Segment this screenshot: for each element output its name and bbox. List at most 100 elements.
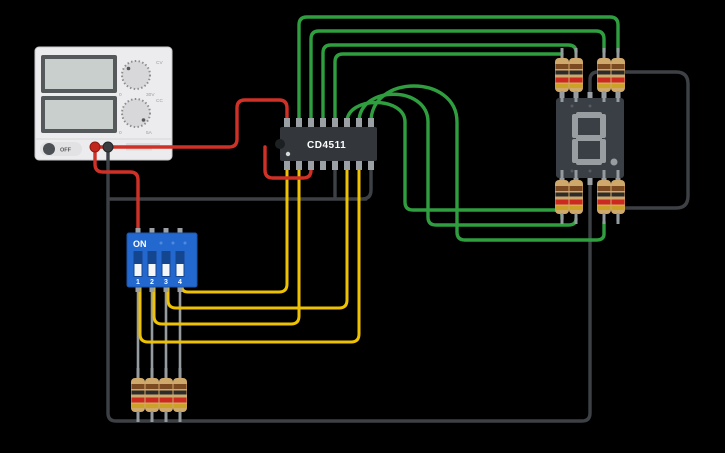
chip-pin1-dot <box>285 151 291 157</box>
dip-pin <box>177 228 183 235</box>
segment-wire-d[interactable] <box>333 52 564 124</box>
voltage-knob-indicator <box>126 66 131 71</box>
chip-label: CD4511 <box>307 140 346 151</box>
resistor[interactable] <box>569 170 583 224</box>
resistor[interactable] <box>131 368 145 422</box>
chip-pin <box>332 118 338 128</box>
ground-wire-chip-rail[interactable] <box>106 161 373 201</box>
dip-toggle-3[interactable] <box>162 264 170 276</box>
chip-pin <box>284 160 290 170</box>
power-off-label: OFF <box>60 148 72 154</box>
wires <box>93 15 690 423</box>
chip-pin <box>320 118 326 128</box>
chip-pin <box>344 160 350 170</box>
voltage-knob[interactable] <box>121 60 151 90</box>
dip-num-3: 3 <box>164 279 168 286</box>
chip-notch <box>275 139 285 149</box>
digit-8 <box>572 112 618 166</box>
chip-pin <box>296 118 302 128</box>
display-mold-dot <box>570 104 574 108</box>
data-wire-d1[interactable] <box>138 166 361 344</box>
voltage-min-label: 0 <box>119 92 122 98</box>
chip-pin <box>308 160 314 170</box>
chip-pin <box>356 118 362 128</box>
dip-dot <box>159 241 163 245</box>
display-mold-dot <box>588 169 592 173</box>
ground-wire-main-loop[interactable] <box>106 148 592 423</box>
dip-dot <box>183 241 187 245</box>
segment-e <box>572 139 578 163</box>
segment-d <box>576 159 602 165</box>
dip-toggle-1[interactable] <box>134 264 142 276</box>
resistor[interactable] <box>159 368 173 422</box>
chip-pin <box>344 118 350 128</box>
power-wire-vcc[interactable] <box>93 98 289 149</box>
voltage-mode-label: CV <box>156 60 163 66</box>
dip-on-label: ON <box>133 239 147 249</box>
current-knob[interactable] <box>121 98 151 128</box>
current-min-label: 0 <box>119 130 122 136</box>
voltage-max-label: 30V <box>146 92 155 98</box>
chip-pin <box>320 160 326 170</box>
dip-pin <box>135 228 141 235</box>
current-screen <box>45 100 113 129</box>
chip-pin <box>356 160 362 170</box>
dip-dot <box>171 241 175 245</box>
dip-pin <box>135 285 141 292</box>
seven-segment-display[interactable] <box>556 92 624 185</box>
voltage-screen <box>45 59 113 89</box>
resistor[interactable] <box>145 368 159 422</box>
data-wire-d4[interactable] <box>180 166 289 294</box>
dip-num-4: 4 <box>178 279 182 286</box>
current-mode-label: CC <box>156 98 163 104</box>
segment-wire-a[interactable] <box>297 15 620 124</box>
segment-wire-g[interactable] <box>369 84 606 242</box>
segment-dp <box>610 158 618 166</box>
chip-pin <box>284 118 290 128</box>
positive-terminal[interactable] <box>89 141 101 153</box>
dip-switch[interactable]: ON 1 2 3 4 <box>126 228 198 292</box>
display-mold-dot <box>588 104 592 108</box>
segment-wire-e[interactable] <box>345 100 564 221</box>
resistor[interactable] <box>597 48 611 102</box>
resistor[interactable] <box>611 48 625 102</box>
data-wire-d3[interactable] <box>166 166 349 310</box>
brand-marking <box>126 143 160 146</box>
segment-f <box>572 114 578 138</box>
chip-pin <box>368 160 374 170</box>
pulldown-resistors <box>131 368 187 422</box>
resistor[interactable] <box>611 170 625 224</box>
resistor[interactable] <box>569 48 583 102</box>
resistor[interactable] <box>555 170 569 224</box>
chip-pin <box>296 160 302 170</box>
segment-wire-b[interactable] <box>309 29 606 124</box>
current-max-label: 5A <box>146 130 153 136</box>
negative-terminal[interactable] <box>102 141 114 153</box>
segment-c <box>600 139 606 163</box>
data-wire-d2[interactable] <box>152 166 301 326</box>
display-mold-dot <box>570 169 574 173</box>
dip-pin <box>177 285 183 292</box>
segment-g <box>576 135 602 141</box>
dip-toggle-4[interactable] <box>176 264 184 276</box>
dip-pin <box>149 285 155 292</box>
resistor[interactable] <box>173 368 187 422</box>
power-toggle-knob[interactable] <box>43 143 55 155</box>
power-supply[interactable]: CV 0 30V CC 0 5A OFF <box>34 46 173 161</box>
chip-pin <box>308 118 314 128</box>
brand-marking <box>126 148 152 151</box>
dip-toggle-2[interactable] <box>148 264 156 276</box>
dip-pin <box>163 285 169 292</box>
segment-b <box>600 114 606 138</box>
chip-pin <box>332 160 338 170</box>
dip-num-1: 1 <box>136 279 140 286</box>
segment-a <box>576 112 602 118</box>
resistor[interactable] <box>555 48 569 102</box>
chip-cd4511[interactable]: CD4511 <box>275 118 377 170</box>
dip-num-2: 2 <box>150 279 154 286</box>
resistor[interactable] <box>597 170 611 224</box>
power-wire-chip-pin3[interactable] <box>263 145 313 180</box>
chip-pin <box>368 118 374 128</box>
segment-wire-f[interactable] <box>357 92 578 227</box>
